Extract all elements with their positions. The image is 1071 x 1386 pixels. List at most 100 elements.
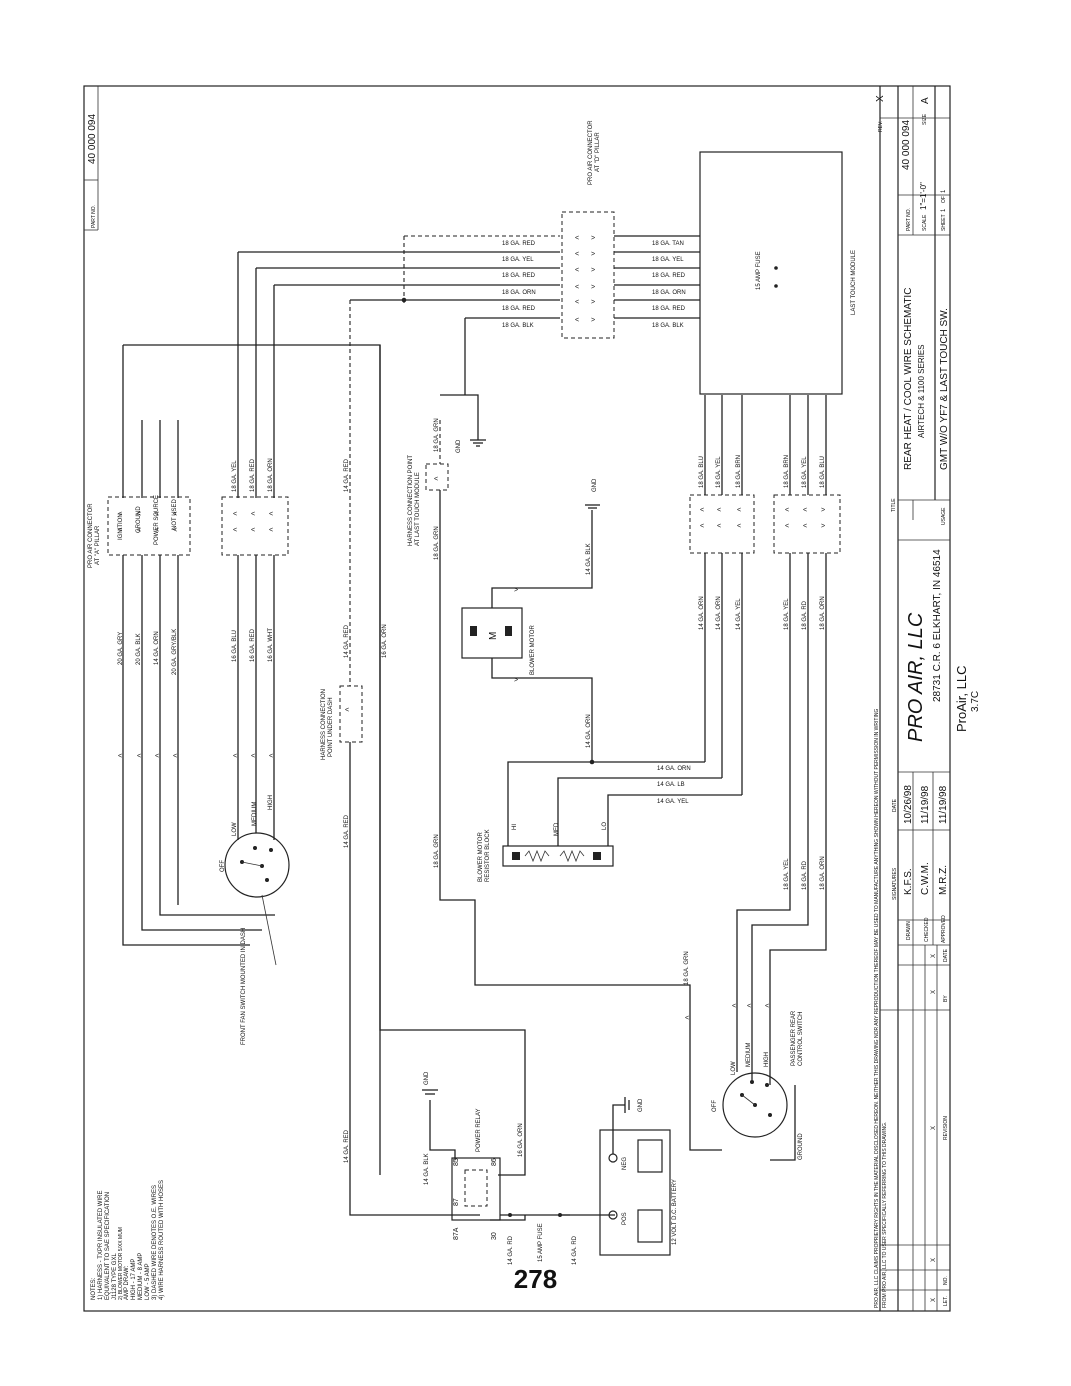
svg-text:>: > xyxy=(514,677,518,684)
svg-text:14 GA. YEL: 14 GA. YEL xyxy=(736,598,742,630)
svg-text:AT "A" PILLAR: AT "A" PILLAR xyxy=(95,525,101,565)
svg-text:MED: MED xyxy=(554,822,560,836)
svg-text:<: < xyxy=(575,284,579,291)
svg-text:>: > xyxy=(591,251,595,258)
svg-text:<: < xyxy=(118,511,122,518)
svg-text:>: > xyxy=(591,299,595,306)
top-part-no: 40 000 094 xyxy=(87,114,98,164)
svg-text:OFF: OFF xyxy=(220,860,226,872)
rev-date-header: DATE xyxy=(943,948,949,962)
svg-text:20 GA. GRY/BLK: 20 GA. GRY/BLK xyxy=(172,629,178,675)
svg-text:18 GA. GRN: 18 GA. GRN xyxy=(684,951,690,985)
svg-text:<: < xyxy=(251,527,255,534)
note-line: EQUIVALENT TO SAE SPECIFICATION xyxy=(105,1192,111,1300)
note-line: AMP DRAW: xyxy=(124,1265,130,1300)
svg-text:12 VOLT D.C. BATTERY: 12 VOLT D.C. BATTERY xyxy=(672,1179,678,1245)
svg-text:<: < xyxy=(785,523,789,530)
svg-text:<: < xyxy=(269,527,273,534)
svg-text:<: < xyxy=(717,523,721,530)
svg-text:30: 30 xyxy=(491,1232,498,1240)
part-no-value: 40 000 094 xyxy=(901,120,912,170)
title-block: REV. X PART NO. 40 000 094 SCALE 1"=1'-0… xyxy=(874,86,981,1311)
svg-text:15 AMP FUSE: 15 AMP FUSE xyxy=(756,251,762,290)
svg-text:>: > xyxy=(514,587,518,594)
svg-text:<: < xyxy=(717,507,721,514)
svg-text:14 GA. YEL: 14 GA. YEL xyxy=(657,799,689,805)
sig-name-checked: C.W.M. xyxy=(920,862,931,895)
scale-label: SCALE xyxy=(922,214,928,231)
svg-text:16 GA. RED: 16 GA. RED xyxy=(250,628,256,662)
svg-text:MEDIUM: MEDIUM xyxy=(252,802,258,826)
svg-text:<: < xyxy=(173,753,177,760)
svg-text:20 GA. GRY: 20 GA. GRY xyxy=(118,632,124,665)
rev-no-header: NO. xyxy=(943,1276,949,1285)
svg-text:AT "D" PILLAR: AT "D" PILLAR xyxy=(595,132,601,172)
module-connector-1: 18 GA. BLU 18 GA. YEL 18 GA. BRN 14 GA. … xyxy=(689,395,755,795)
svg-text:PRO AIR CONNECTOR: PRO AIR CONNECTOR xyxy=(588,120,594,185)
rev-value: X xyxy=(875,95,886,102)
svg-text:HARNESS CONNECTION: HARNESS CONNECTION xyxy=(321,689,327,760)
top-part-no-label: PART NO. xyxy=(91,205,97,228)
d-wire-label: 18 GA. ORN xyxy=(652,290,686,296)
svg-text:HIGH: HIGH xyxy=(268,795,274,810)
rev-let-header: LET. xyxy=(943,1296,949,1306)
svg-text:14 GA. BLK: 14 GA. BLK xyxy=(424,1153,430,1185)
svg-text:14 GA. ORN: 14 GA. ORN xyxy=(154,631,160,665)
svg-text:BLOWER MOTOR: BLOWER MOTOR xyxy=(478,831,484,882)
battery: NEG POS 12 VOLT D.C. BATTERY GND xyxy=(599,1097,678,1256)
size-label: SIZE xyxy=(922,113,928,125)
footer-page: 3.7C xyxy=(970,691,981,712)
sig-date-drawn: 10/26/98 xyxy=(903,785,914,824)
svg-text:>: > xyxy=(821,507,825,514)
svg-text:POS: POS xyxy=(622,1212,628,1225)
svg-text:14 GA. ORN: 14 GA. ORN xyxy=(657,766,691,772)
svg-text:<: < xyxy=(575,317,579,324)
svg-text:GND: GND xyxy=(592,478,598,492)
svg-text:<: < xyxy=(803,523,807,530)
svg-text:18 GA. YEL: 18 GA. YEL xyxy=(802,456,808,488)
svg-text:AT LAST TOUCH MODULE: AT LAST TOUCH MODULE xyxy=(415,472,421,546)
d-wire-label: 18 GA. TAN xyxy=(652,241,684,247)
svg-text:GROUND: GROUND xyxy=(798,1133,804,1160)
passenger-rear-control-switch: 18 GA. GRN OFF LOW MEDIUM HIGH GROUND PA… xyxy=(474,922,804,1161)
sig-date-approved: 11/19/98 xyxy=(938,785,949,824)
svg-text:14 GA. RED: 14 GA. RED xyxy=(344,624,350,658)
svg-text:18 GA. BRN: 18 GA. BRN xyxy=(736,455,742,488)
svg-text:LOW: LOW xyxy=(731,1061,737,1075)
svg-text:<: < xyxy=(737,523,741,530)
rev-mark: X xyxy=(931,1298,937,1302)
svg-text:14 GA. ORN: 14 GA. ORN xyxy=(699,596,705,630)
note-line: MEDIUM - 8 AMP xyxy=(138,1253,144,1300)
svg-text:18 GA. YEL: 18 GA. YEL xyxy=(232,460,238,492)
svg-text:<: < xyxy=(137,511,141,518)
note-line: 4) WIRE HARNESS ROUTED WITH HOSES xyxy=(159,1180,165,1300)
svg-text:<: < xyxy=(737,507,741,514)
rev-by-header: BY xyxy=(943,995,949,1002)
svg-text:GROUND: GROUND xyxy=(136,506,142,533)
svg-text:IGNITION: IGNITION xyxy=(118,513,124,540)
d-pillar-connector: PRO AIR CONNECTOR AT "D" PILLAR 18 GA. R… xyxy=(350,120,700,440)
svg-text:86: 86 xyxy=(491,1158,498,1166)
svg-text:HARNESS CONNECTION POINT: HARNESS CONNECTION POINT xyxy=(408,455,414,546)
svg-text:15 AMP FUSE: 15 AMP FUSE xyxy=(538,1223,544,1262)
resistor-block: BLOWER MOTOR RESISTOR BLOCK HI MED LO 14… xyxy=(478,759,742,882)
svg-text:16 GA. ORN: 16 GA. ORN xyxy=(518,1123,524,1157)
svg-text:20 GA. BLK: 20 GA. BLK xyxy=(136,633,142,665)
svg-text:PASSENGER REAR: PASSENGER REAR xyxy=(791,1010,797,1066)
title-line-1: REAR HEAT / COOL WIRE SCHEMATIC xyxy=(903,288,914,470)
fan-harness-connector: 18 GA. YEL 18 GA. RED 18 GA. ORN 16 GA. … xyxy=(221,251,560,820)
notes-block: NOTES: 1) HARNESS - TXPR INSULATED WIRE … xyxy=(91,1180,165,1300)
scale-value: 1"=1'-0" xyxy=(919,182,928,210)
svg-text:14 GA. RED: 14 GA. RED xyxy=(344,1129,350,1163)
sig-date-checked: 11/19/98 xyxy=(920,785,931,824)
svg-text:<: < xyxy=(700,507,704,514)
last-touch-module: LAST TOUCH MODULE 15 AMP FUSE GND xyxy=(456,151,857,453)
svg-text:<: < xyxy=(575,235,579,242)
svg-text:<: < xyxy=(233,527,237,534)
rev-mark: X xyxy=(931,954,937,958)
footer-company: ProAir, LLC xyxy=(954,666,969,732)
svg-text:<: < xyxy=(233,511,237,518)
svg-text:18 GA. GRN: 18 GA. GRN xyxy=(434,418,440,452)
rev-label: REV. xyxy=(878,121,884,132)
svg-text:18 GA. YEL: 18 GA. YEL xyxy=(784,858,790,890)
